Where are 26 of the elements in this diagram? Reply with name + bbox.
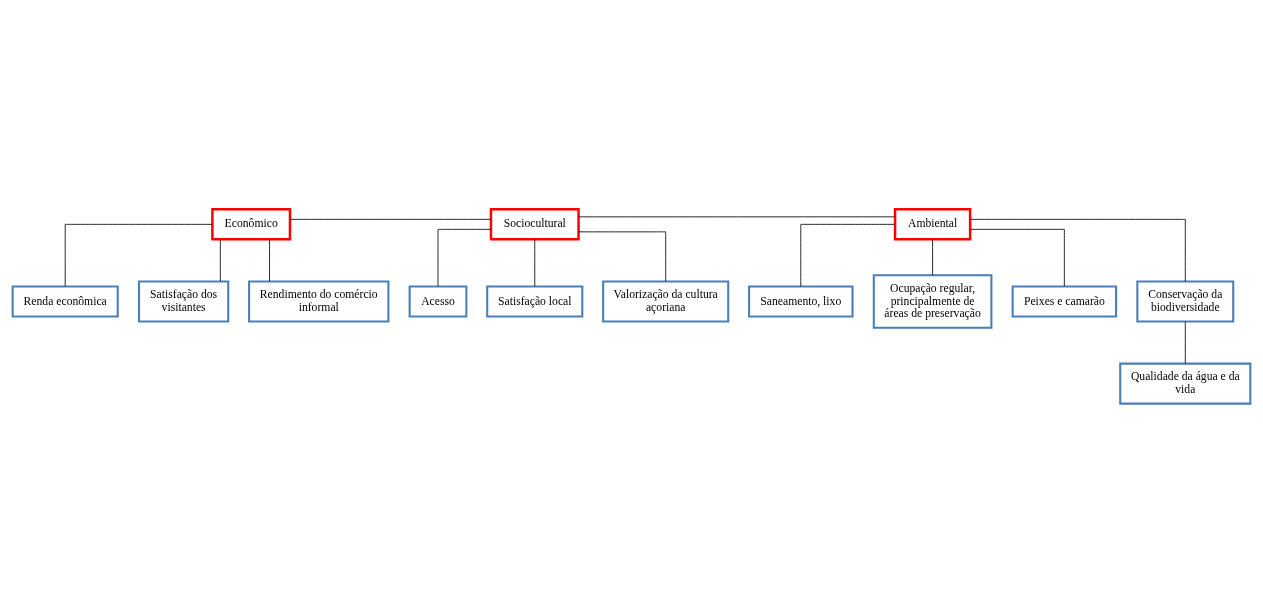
node-box: Rendimento do comércio informal [248,280,390,323]
node-box: Acesso [408,285,468,318]
node-box: Econômico [211,208,292,241]
connector [969,218,1186,282]
node-box: Qualidade da água e da vida [1119,362,1252,405]
connector [932,239,933,276]
node-box: Peixes e camarão [1011,285,1118,318]
connector [219,239,221,282]
node-box: Sociocultural [489,208,580,241]
node-box: Valorização da cultura açoriana [602,280,730,323]
node-box: Renda econômica [11,285,119,318]
connector [269,239,270,282]
connector [64,223,213,287]
node-box: Ocupação regular, principalmente de áreas de preservação [872,274,993,329]
connector [289,218,492,220]
connector [534,239,536,287]
connector [969,228,1065,287]
node-box: Conservação da biodiversidade [1136,280,1235,323]
node-box: Ambiental [893,208,972,241]
connector [578,231,667,282]
connector [800,223,896,287]
node-box: Satisfação dos visitantes [137,280,230,323]
node-box: Satisfação local [486,285,584,318]
connector [1184,321,1186,364]
node-box: Saneamento, lixo [748,285,854,318]
connector [437,228,492,287]
